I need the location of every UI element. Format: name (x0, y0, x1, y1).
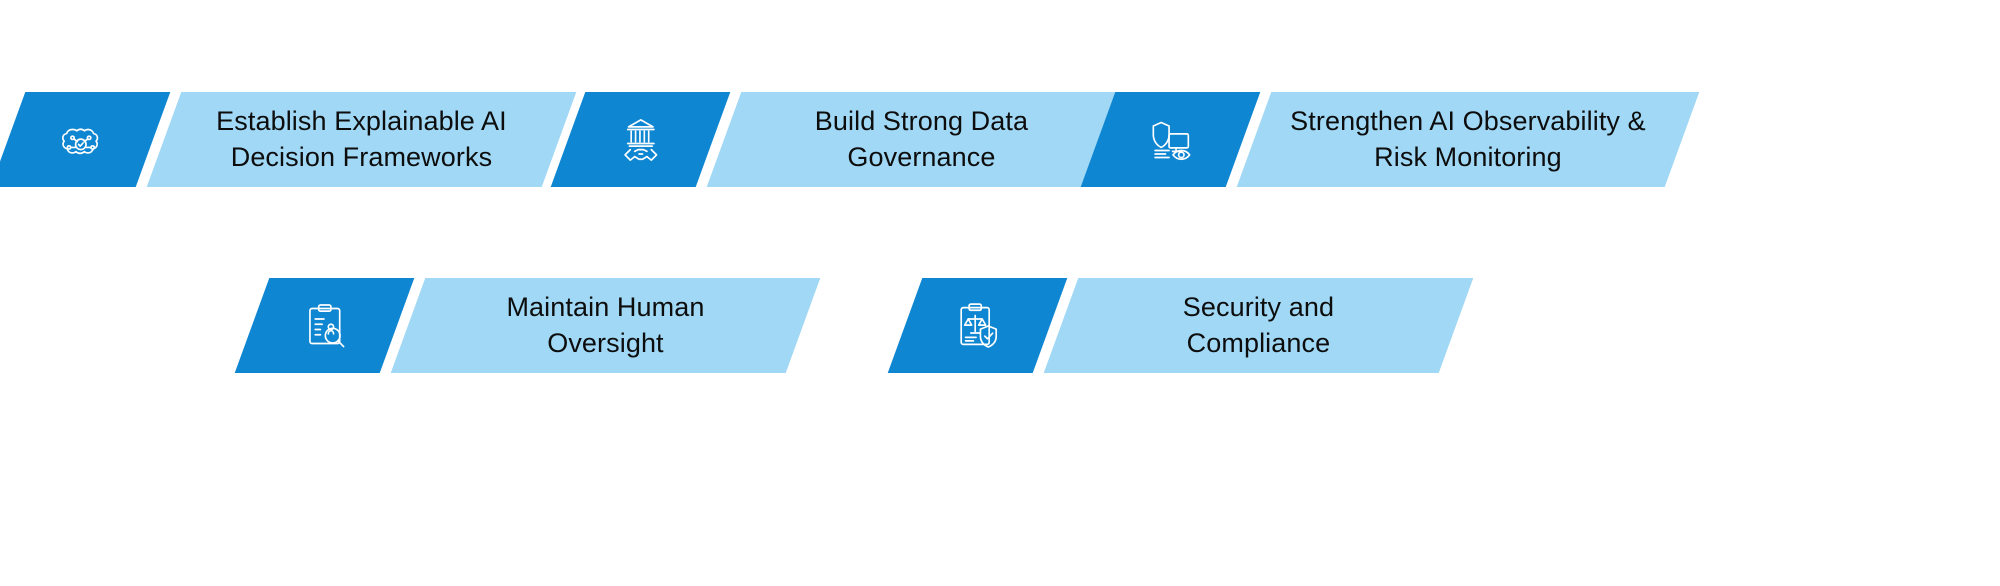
icon-block-4 (234, 278, 415, 373)
clipboard-scales-shield-icon (949, 297, 1007, 355)
card-label-2: Build Strong Data Governance (724, 104, 1119, 175)
icon-block-5 (887, 278, 1068, 373)
card-label-3: Strengthen AI Observability & Risk Monit… (1254, 104, 1682, 175)
process-card-3[interactable]: Strengthen AI Observability & Risk Monit… (1080, 92, 1700, 187)
body-block-3: Strengthen AI Observability & Risk Monit… (1236, 92, 1700, 187)
card-label-1: Establish Explainable AI Decision Framew… (164, 104, 559, 175)
institution-handshake-icon (612, 111, 670, 169)
card-label-1-line2: Decision Frameworks (230, 141, 493, 172)
card-label-2-line1: Build Strong Data (814, 105, 1029, 136)
process-card-1[interactable]: Establish Explainable AI Decision Framew… (0, 92, 577, 187)
process-card-5[interactable]: Security and Compliance (887, 278, 1474, 373)
shield-monitor-eye-icon (1142, 111, 1200, 169)
card-label-1-line1: Establish Explainable AI (216, 105, 507, 136)
card-label-3-line1: Strengthen AI Observability & (1290, 105, 1646, 136)
icon-block-1 (0, 92, 171, 187)
process-card-4[interactable]: Maintain Human Oversight (234, 278, 821, 373)
card-label-4: Maintain Human Oversight (408, 290, 803, 361)
icon-block-2 (550, 92, 731, 187)
card-label-5-line1: Security and (1182, 291, 1335, 322)
clipboard-magnifier-icon (296, 297, 354, 355)
card-label-5: Security and Compliance (1061, 290, 1456, 361)
body-block-4: Maintain Human Oversight (390, 278, 821, 373)
card-label-5-line2: Compliance (1186, 327, 1331, 358)
card-label-3-line2: Risk Monitoring (1374, 141, 1562, 172)
icon-block-3 (1080, 92, 1261, 187)
body-block-5: Security and Compliance (1043, 278, 1474, 373)
process-card-2[interactable]: Build Strong Data Governance (550, 92, 1137, 187)
card-label-4-line1: Maintain Human (506, 291, 705, 322)
brain-network-check-icon (52, 111, 110, 169)
card-label-4-line2: Oversight (547, 327, 664, 358)
body-block-2: Build Strong Data Governance (706, 92, 1137, 187)
card-label-2-line2: Governance (847, 141, 996, 172)
body-block-1: Establish Explainable AI Decision Framew… (146, 92, 577, 187)
